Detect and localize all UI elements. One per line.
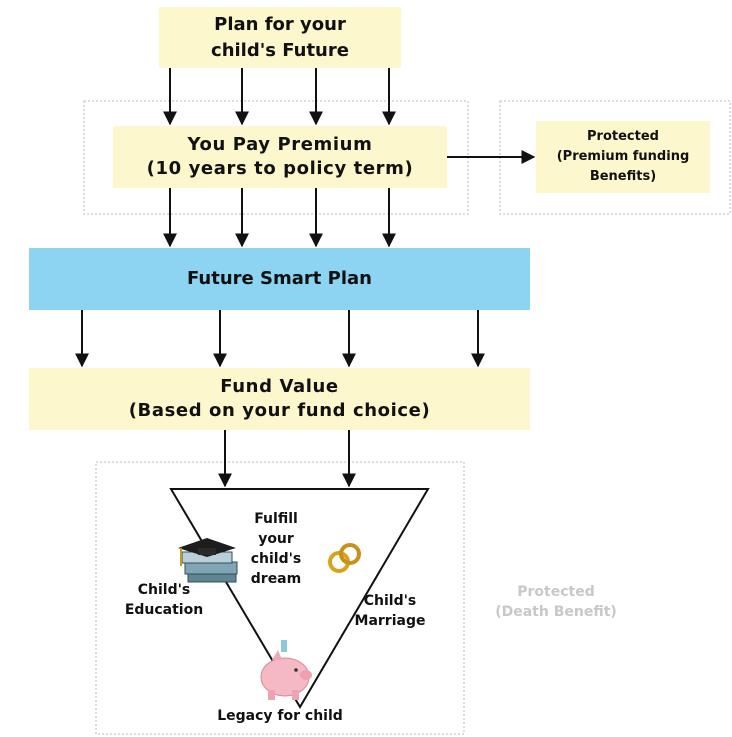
goal-legacy-label: Legacy for child <box>190 706 370 726</box>
product-box-label: Future Smart Plan <box>187 268 372 289</box>
piggy-bank-icon <box>260 640 312 700</box>
protected-premium-box: Protected (Premium funding Benefits) <box>536 121 710 193</box>
product-box: Future Smart Plan <box>29 248 530 310</box>
goal-center-label: Fulfill your child's dream <box>240 509 312 589</box>
premium-box: You Pay Premium (10 years to policy term… <box>113 126 447 188</box>
goal-education-line2: Education <box>124 602 204 618</box>
goal-center-line3: child's <box>250 551 302 567</box>
arrows-plan-to-premium <box>163 68 396 126</box>
arrows-fund-to-funnel <box>218 430 356 488</box>
plan-box-line1: Plan for your <box>214 13 346 35</box>
goal-marriage-line2: Marriage <box>354 613 426 629</box>
protected-premium-line1: Protected <box>587 129 659 144</box>
goal-education-label: Child's Education <box>112 580 216 620</box>
premium-box-line1: You Pay Premium <box>187 134 373 155</box>
goals-funnel <box>169 488 430 709</box>
protected-premium-line3: Benefits) <box>589 169 657 184</box>
protected-premium-line2: (Premium funding <box>556 149 690 164</box>
fund-box-line1: Fund Value <box>220 376 339 397</box>
arrows-premium-to-product <box>163 188 396 248</box>
goal-legacy-text: Legacy for child <box>217 708 343 724</box>
plan-box: Plan for your child's Future <box>159 7 401 68</box>
goal-marriage-label: Child's Marriage <box>338 591 442 631</box>
wedding-rings-icon <box>328 543 361 573</box>
protected-death-line1: Protected <box>517 584 595 600</box>
goal-center-line4: dream <box>250 571 302 587</box>
goal-marriage-line1: Child's <box>363 593 417 609</box>
goals-group-frame <box>95 461 465 735</box>
goal-center-line1: Fulfill <box>254 511 298 527</box>
graduation-cap-icon <box>178 538 238 583</box>
protected-death-label: Protected (Death Benefit) <box>478 582 634 622</box>
goal-center-line2: your <box>258 531 294 547</box>
plan-box-line2: child's Future <box>211 39 349 61</box>
protected-death-line2: (Death Benefit) <box>495 604 617 620</box>
goal-education-line1: Child's <box>137 582 191 598</box>
arrows-product-to-fund <box>75 310 485 368</box>
premium-box-line2: (10 years to policy term) <box>146 158 414 179</box>
fund-box-line2: (Based on your fund choice) <box>128 400 431 421</box>
fund-box: Fund Value (Based on your fund choice) <box>29 368 530 430</box>
